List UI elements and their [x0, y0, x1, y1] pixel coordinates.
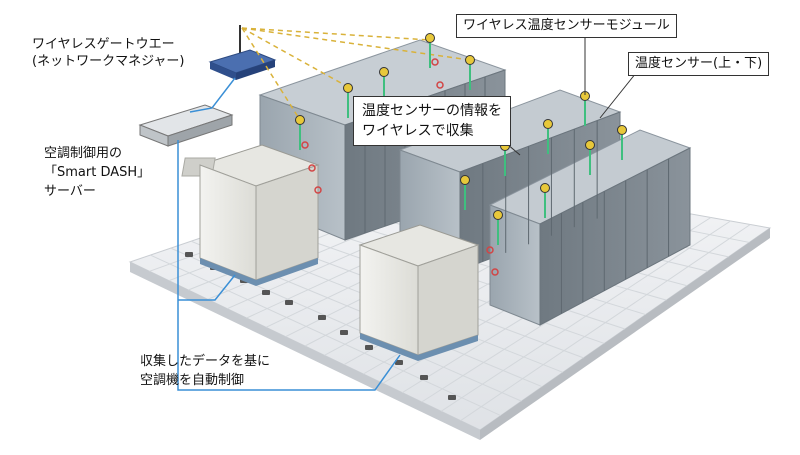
gateway-label-line1: ワイヤレスゲートウエー	[32, 37, 175, 52]
sensor-module	[543, 119, 553, 129]
floor-vent	[448, 395, 456, 400]
server-label: 空調制御用の 「Smart DASH」 サーバー	[44, 144, 150, 201]
sensor-module	[343, 83, 353, 93]
sensor-callout-text: 温度センサー(上・下)	[635, 56, 763, 71]
floor-vent	[285, 300, 293, 305]
module-callout-text: ワイヤレス温度センサーモジュール	[463, 18, 670, 33]
server-label-line1: 空調制御用の	[44, 146, 123, 161]
floor-vent	[395, 360, 403, 365]
collect-callout-line1: 温度センサーの情報を	[362, 103, 502, 119]
floor-vent	[420, 375, 428, 380]
control-label-line1: 収集したデータを基に	[140, 354, 271, 369]
wireless-signal-lines	[241, 27, 471, 121]
sensor-module	[617, 125, 627, 135]
sensor-module	[493, 210, 503, 220]
sensor-point	[301, 141, 309, 149]
gateway-label-line2: (ネットワークマネジャー)	[32, 54, 185, 69]
sensor-module	[465, 55, 475, 65]
sensor-module	[379, 67, 389, 77]
collect-callout-line2: ワイヤレスで収集	[362, 123, 474, 139]
sensor-point	[436, 81, 444, 89]
sensor-point	[486, 246, 494, 254]
sensor-module	[540, 183, 550, 193]
control-label-line2: 空調機を自動制御	[140, 373, 245, 388]
wireless-gateway	[208, 25, 277, 80]
smart-dash-server	[138, 104, 234, 147]
floor-vent	[318, 315, 326, 320]
server-label-line2: 「Smart DASH」	[44, 165, 151, 180]
server-label-line3: サーバー	[44, 184, 96, 199]
sensor-point	[431, 58, 439, 66]
air-conditioner-1	[181, 144, 320, 286]
sensor-module	[460, 175, 470, 185]
sensor-callout: 温度センサー(上・下)	[628, 52, 770, 76]
sensor-module	[295, 115, 305, 125]
sensor-module	[425, 33, 435, 43]
floor-grid-line	[460, 224, 751, 422]
sensor-point	[491, 268, 499, 276]
control-label: 収集したデータを基に 空調機を自動制御	[140, 352, 270, 390]
sensor-module	[585, 140, 595, 150]
sensor-point	[314, 186, 322, 194]
floor-vent	[185, 252, 193, 257]
floor-vent	[365, 345, 373, 350]
floor-vent	[340, 330, 348, 335]
collect-callout: 温度センサーの情報を ワイヤレスで収集	[353, 96, 511, 146]
floor-grid-line	[440, 220, 731, 412]
control-cables	[177, 77, 401, 391]
floor-vent	[262, 290, 270, 295]
sensor-point	[308, 164, 316, 172]
module-callout: ワイヤレス温度センサーモジュール	[456, 14, 677, 38]
gateway-label: ワイヤレスゲートウエー (ネットワークマネジャー)	[32, 36, 185, 70]
air-conditioner-2	[358, 224, 480, 361]
